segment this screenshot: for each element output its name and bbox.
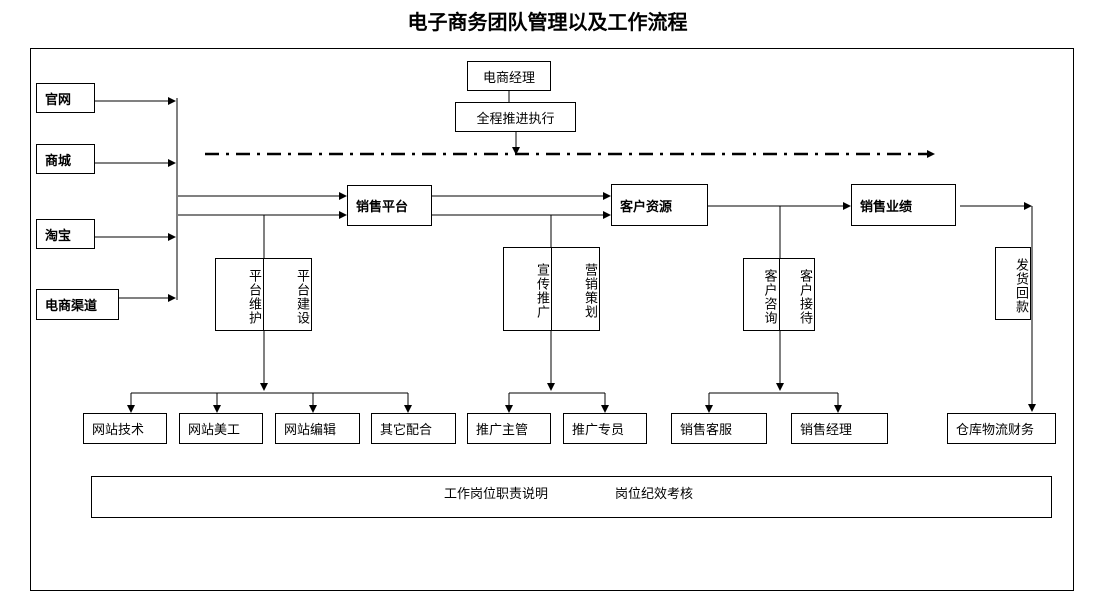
role-web-tech: 网站技术 xyxy=(83,413,167,444)
stage-customer-resource: 客户资源 xyxy=(611,184,708,226)
page-title: 电子商务团队管理以及工作流程 xyxy=(407,10,688,34)
task-delivery-payment: 发货回款 xyxy=(995,247,1031,320)
task-platform-maintenance: 平台维护 xyxy=(246,268,261,325)
responsibility-box: 工作岗位职责说明 岗位纪效考核 xyxy=(91,476,1052,518)
role-sales-service: 销售客服 xyxy=(671,413,767,444)
role-promotion-lead: 推广主管 xyxy=(467,413,551,444)
role-other-support: 其它配合 xyxy=(371,413,456,444)
stage-sales-platform: 销售平台 xyxy=(347,185,432,226)
channel-ecommerce: 电商渠道 xyxy=(36,289,119,320)
manager-box: 电商经理 xyxy=(467,61,551,91)
role-sales-manager: 销售经理 xyxy=(791,413,888,444)
task-platform-building: 平台建设 xyxy=(263,259,311,330)
channel-mall: 商城 xyxy=(36,144,95,174)
task-marketing-plan: 营销策划 xyxy=(551,248,599,330)
platform-task-box: 平台维护 平台建设 xyxy=(215,258,312,331)
promotion-task-box: 宣传推广 营销策划 xyxy=(503,247,600,331)
task-customer-inquiry: 客户咨询 xyxy=(761,268,777,325)
channel-official-site: 官网 xyxy=(36,83,95,113)
task-customer-reception: 客户接待 xyxy=(778,259,815,330)
channel-taobao: 淘宝 xyxy=(36,219,95,249)
diagram-frame xyxy=(30,48,1074,591)
role-web-design: 网站美工 xyxy=(179,413,263,444)
execution-box: 全程推进执行 xyxy=(455,102,576,132)
role-web-editor: 网站编辑 xyxy=(275,413,360,444)
role-warehouse-finance: 仓库物流财务 xyxy=(947,413,1056,444)
task-publicity: 宣传推广 xyxy=(534,263,549,319)
performance-assessment: 岗位纪效考核 xyxy=(615,487,694,502)
stage-sales-performance: 销售业绩 xyxy=(851,184,956,226)
role-promotion-staff: 推广专员 xyxy=(563,413,647,444)
customer-task-box: 客户咨询 客户接待 xyxy=(743,258,815,331)
duty-description: 工作岗位职责说明 xyxy=(444,487,549,502)
